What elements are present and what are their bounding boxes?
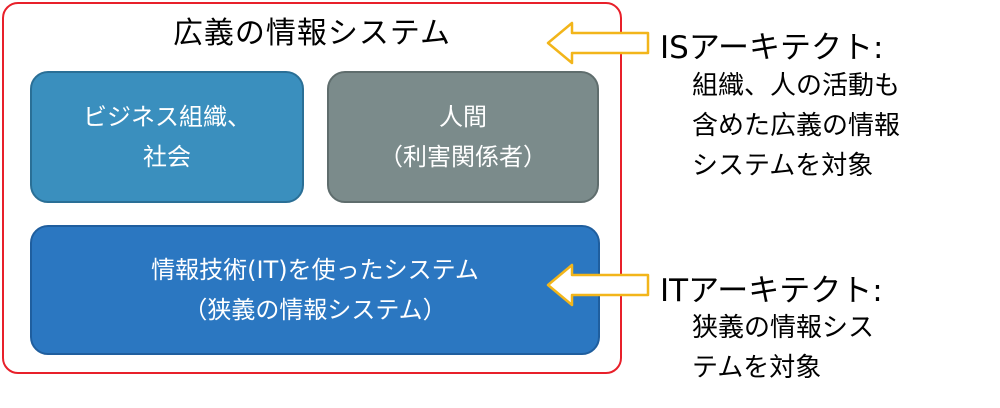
- business-box-line1: ビジネス組織、: [83, 103, 251, 131]
- is-architect-title: ISアーキテクト:: [660, 30, 884, 66]
- business-box-line2: 社会: [143, 143, 191, 171]
- it-box-line2: （狭義の情報システム）: [183, 296, 447, 324]
- human-box-line2: （利害関係者）: [379, 143, 547, 171]
- it-architect-title: ITアーキテクト:: [660, 273, 883, 309]
- it-system-box: 情報技術(IT)を使ったシステム （狭義の情報システム）: [30, 225, 600, 355]
- human-box-line1: 人間: [439, 103, 487, 131]
- it-architect-line2: テムを対象: [692, 353, 822, 383]
- it-architect-arrow-icon: [546, 263, 650, 307]
- broad-information-system-frame: [2, 2, 622, 374]
- it-box-line1: 情報技術(IT)を使ったシステム: [151, 256, 479, 284]
- is-architect-line3: システムを対象: [692, 151, 874, 181]
- business-organization-box: ビジネス組織、 社会: [30, 71, 304, 203]
- it-architect-line1: 狭義の情報シス: [692, 313, 875, 343]
- is-architect-arrow-icon: [546, 21, 650, 65]
- is-architect-line2: 含めた広義の情報: [692, 111, 901, 141]
- it-architect-description: 狭義の情報シス テムを対象: [692, 308, 874, 388]
- frame-title: 広義の情報システム: [172, 16, 452, 51]
- human-stakeholder-box: 人間 （利害関係者）: [327, 71, 599, 203]
- is-architect-line1: 組織、人の活動も: [692, 71, 901, 101]
- is-architect-description: 組織、人の活動も 含めた広義の情報 システムを対象: [692, 66, 900, 186]
